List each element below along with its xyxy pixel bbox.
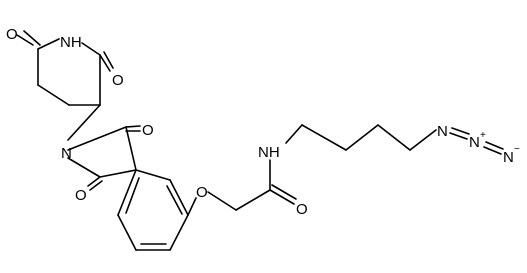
svg-text:NH: NH [258, 144, 280, 161]
atom-o-phth-top: O [142, 122, 154, 139]
bond-c2-o-double-a [16, 34, 34, 46]
charge-plus: + [480, 130, 486, 141]
svg-text:N: N [503, 149, 514, 166]
bond-nh-chain1 [285, 124, 303, 144]
bond-chain1-chain2 [301, 124, 347, 151]
bond-nh-c6 [81, 42, 101, 56]
bond-c7-c7a [125, 126, 137, 171]
svg-text:O: O [296, 201, 308, 218]
atom-nh-glut: NH [60, 34, 82, 51]
bond-c5-c6-ring [169, 214, 189, 251]
bond-c7-o-a [125, 125, 141, 128]
bond-nphth-c3 [67, 157, 101, 178]
bond-oether-ch2 [207, 191, 237, 211]
bond-chain4-azide [409, 129, 437, 151]
svg-text:N: N [61, 145, 72, 162]
bond-c7a-c3a [117, 169, 137, 216]
bond-ring-inner-3 [125, 177, 140, 214]
bond-c5-nphth [67, 104, 101, 141]
svg-text:N: N [437, 123, 448, 140]
atom-o-amide: O [296, 201, 308, 218]
bond-c3-o-a [87, 176, 101, 187]
bond-c4-c1 [37, 84, 70, 106]
bond-camide-o-b [271, 184, 297, 200]
bond-c3a-c4 [117, 214, 137, 251]
svg-text:O: O [142, 122, 154, 139]
bond-c3-c3a [99, 169, 137, 178]
atom-o-ether: O [196, 184, 208, 201]
bond-ring-inner-2 [166, 185, 183, 215]
atom-n-azide-3: N − [503, 144, 520, 166]
bond-ch2-camide [235, 189, 271, 211]
bond-chain2-chain3 [345, 124, 379, 151]
charge-minus: − [514, 144, 520, 155]
bond-c6-c7-ring [169, 179, 189, 216]
bond-c6-o-double-b [103, 51, 114, 69]
bond-azide-2-3-a [485, 141, 504, 150]
svg-text:NH: NH [60, 34, 82, 51]
svg-text:O: O [6, 26, 18, 43]
atom-n-phth: N [61, 145, 72, 162]
bond-azide-1-2-a [451, 127, 470, 135]
atom-n-azide-2: N + [469, 130, 486, 151]
bond-c6-o-double-a [99, 54, 111, 72]
svg-text:O: O [112, 72, 124, 89]
bond-camide-o-a [269, 189, 295, 205]
svg-text:O: O [75, 187, 87, 204]
bond-c2-nh [37, 38, 60, 50]
bond-c2-o-double-b [23, 30, 41, 46]
bond-azide-2-3-b [483, 146, 502, 155]
svg-text:N: N [469, 134, 480, 151]
atom-o-phth-bottom: O [75, 187, 87, 204]
bond-nphth-c7 [67, 126, 127, 151]
atom-nh-amide: NH [258, 144, 280, 161]
svg-text:O: O [196, 184, 208, 201]
bond-azide-1-2-b [449, 132, 468, 140]
bond-c7-c7a-ring [135, 169, 171, 181]
atom-o-glut-right: O [112, 72, 124, 89]
bond-chain3-chain4 [377, 124, 411, 151]
atom-n-azide-1: N [437, 123, 448, 140]
bond-c3-o-b [89, 180, 103, 191]
bond-oether-ring [187, 197, 197, 216]
atom-o-glut-left: O [6, 26, 18, 43]
